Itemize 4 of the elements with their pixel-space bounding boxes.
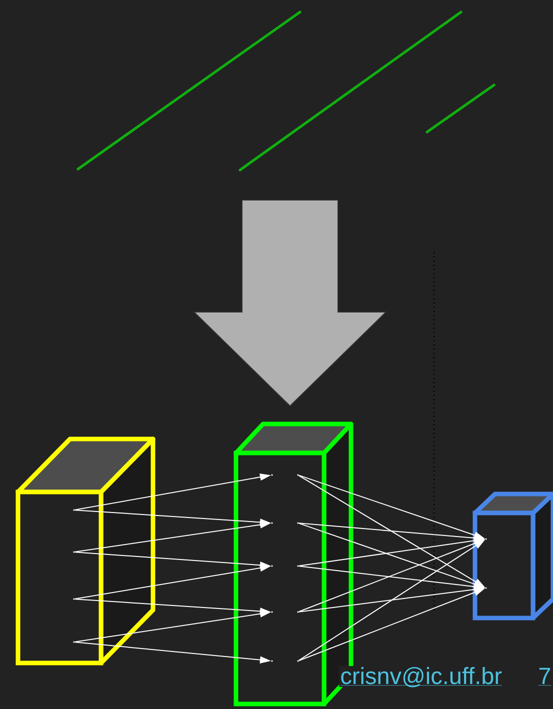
email-link: crisnv@ic.uff.br [339,666,504,688]
page-number: 7 [537,666,552,687]
cuboid-drawing [16,436,156,666]
cuboid-drawing [472,492,553,620]
